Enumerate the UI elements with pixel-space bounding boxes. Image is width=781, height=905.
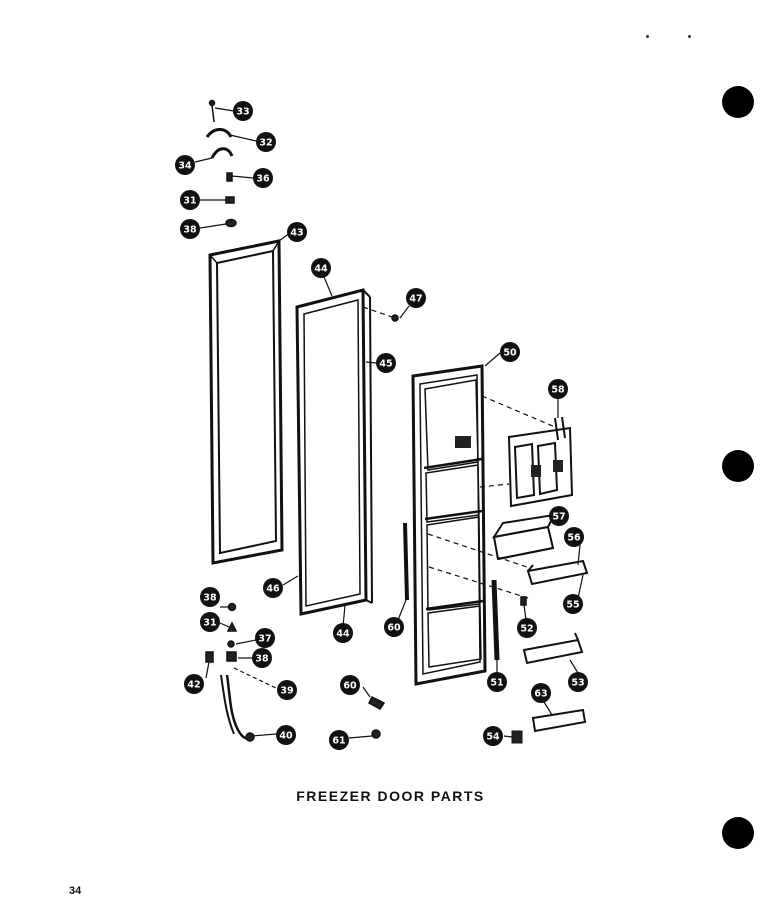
callout-44 [333, 623, 353, 643]
part-54-clip [511, 730, 523, 744]
callout-60 [384, 617, 404, 637]
callout-61-label: 61 [332, 736, 345, 747]
callout-42 [184, 674, 204, 694]
callout-47-label: 47 [409, 294, 422, 305]
callout-32-label: 32 [259, 138, 272, 149]
small-hardware [205, 99, 527, 742]
callout-56-label: 56 [567, 533, 581, 544]
callout-38-label: 38 [203, 593, 217, 604]
callout-38-label: 38 [183, 225, 197, 236]
callout-55-label: 55 [566, 600, 579, 611]
diagram-caption: FREEZER DOOR PARTS [296, 788, 485, 804]
callout-55 [563, 594, 583, 614]
callout-37 [255, 628, 275, 648]
callout-60 [340, 675, 360, 695]
callout-61 [329, 730, 349, 750]
callout-38-label: 38 [255, 654, 269, 665]
callout-63-label: 63 [534, 689, 547, 700]
callout-52 [517, 618, 537, 638]
callout-46-label: 46 [266, 584, 280, 595]
callout-60-label: 60 [343, 681, 357, 692]
part-57-bin [491, 513, 556, 561]
callout-34 [175, 155, 195, 175]
callout-45-label: 45 [379, 359, 392, 370]
scan-speck [646, 35, 649, 38]
callout-39 [277, 680, 297, 700]
part-56-shelf-bar [526, 559, 589, 586]
callout-33 [233, 101, 253, 121]
callout-43-label: 43 [290, 228, 303, 239]
part-53-shelf-bar [522, 632, 584, 665]
callout-40-label: 40 [279, 731, 293, 742]
callout-31-label: 31 [203, 618, 216, 629]
binder-hole [722, 450, 754, 482]
callout-34-label: 34 [178, 161, 192, 172]
callout-60-label: 60 [387, 623, 401, 634]
callout-58-label: 58 [551, 385, 565, 396]
scan-speck [688, 35, 691, 38]
part-63-trim-strip [531, 708, 587, 733]
callout-38 [252, 648, 272, 668]
callout-50-label: 50 [503, 348, 517, 359]
callout-44-label: 44 [336, 629, 350, 640]
leader-lines [194, 107, 584, 739]
callout-57-label: 57 [552, 512, 565, 523]
callout-54 [483, 726, 503, 746]
callout-44-label: 44 [314, 264, 328, 275]
callout-46 [263, 578, 283, 598]
dashed-assembly-lines [362, 306, 556, 599]
callout-37-label: 37 [258, 634, 271, 645]
callout-56 [564, 527, 584, 547]
part-58-dispenser-bracket [507, 416, 574, 508]
callout-44 [311, 258, 331, 278]
callout-33-label: 33 [236, 107, 249, 118]
callout-31 [180, 190, 200, 210]
callout-57 [549, 506, 569, 526]
callout-58 [548, 379, 568, 399]
callout-32 [256, 132, 276, 152]
callout-43 [287, 222, 307, 242]
callout-36 [253, 168, 273, 188]
callout-52-label: 52 [520, 624, 533, 635]
callout-53-label: 53 [571, 678, 584, 689]
callout-31-label: 31 [183, 196, 196, 207]
callout-38 [180, 219, 200, 239]
part-51-strip [491, 579, 500, 661]
part-44-door-panel [295, 288, 373, 616]
callout-51 [487, 672, 507, 692]
binder-hole [722, 817, 754, 849]
callout-54-label: 54 [486, 732, 500, 743]
part-50-inner-door-liner [403, 364, 487, 686]
callout-40 [276, 725, 296, 745]
callout-42-label: 42 [187, 680, 200, 691]
page-number: 34 [69, 885, 82, 897]
callout-53 [568, 672, 588, 692]
part-43-door-liner-frame [208, 239, 284, 565]
callouts: 33 32 34 36 31 38 43 44 47 45 50 58 57 5… [175, 101, 588, 750]
callout-31 [200, 612, 220, 632]
callout-39-label: 39 [280, 686, 293, 697]
callout-47 [406, 288, 426, 308]
binder-hole [722, 86, 754, 118]
callout-36-label: 36 [256, 174, 270, 185]
callout-63 [531, 683, 551, 703]
callout-38 [200, 587, 220, 607]
callout-50 [500, 342, 520, 362]
callout-45 [376, 353, 396, 373]
callout-51-label: 51 [490, 678, 503, 689]
